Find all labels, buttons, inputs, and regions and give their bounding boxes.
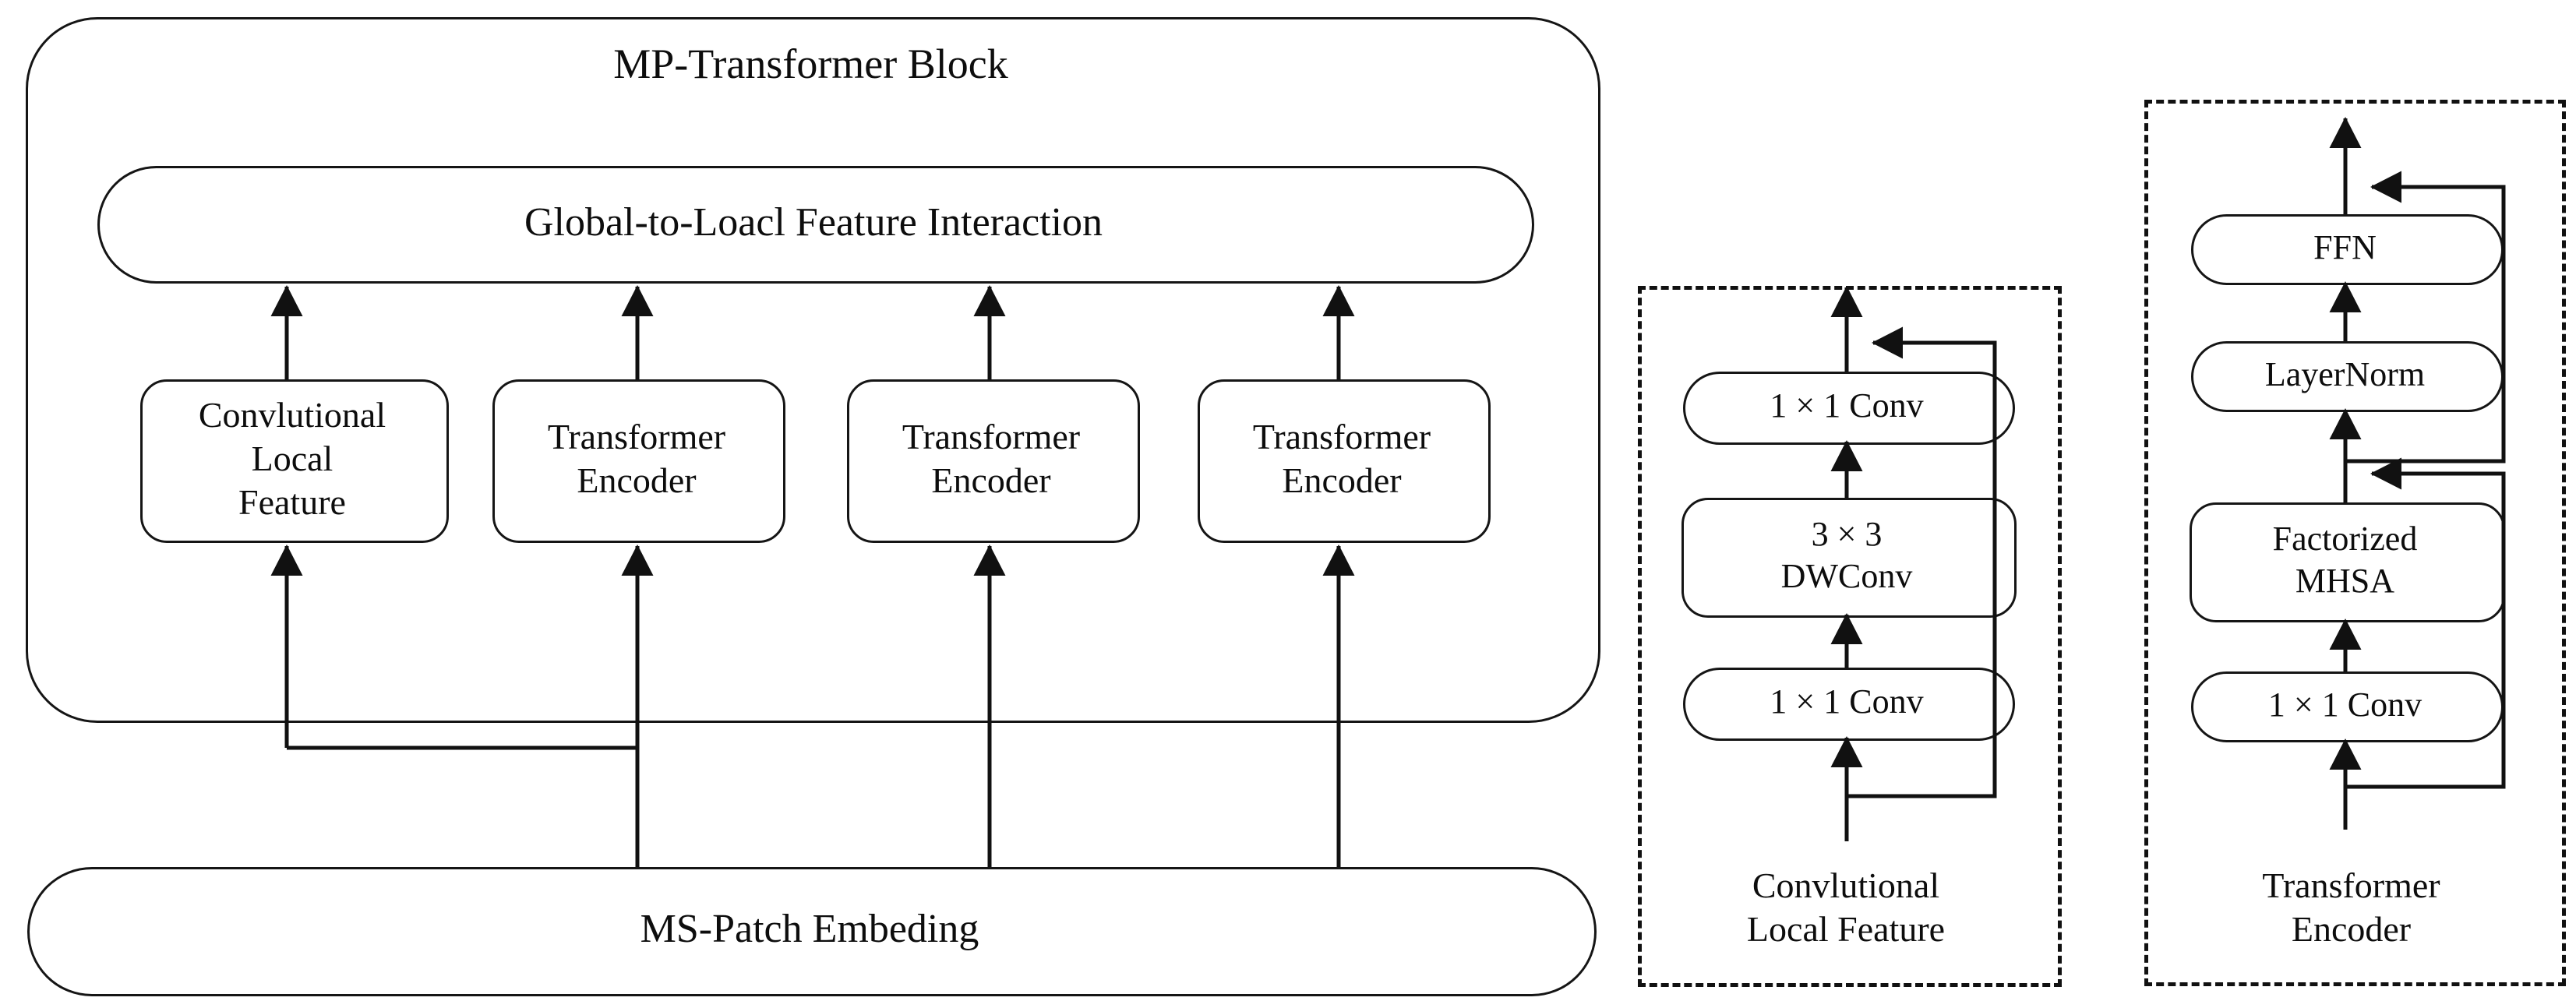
- encoder-panel-stage-layernorm-label: LayerNorm: [2264, 354, 2426, 393]
- branch-label-transformer-encoder-1: Transformer Encoder: [547, 416, 726, 500]
- branch-label-transformer-encoder-2: Transformer Encoder: [902, 416, 1081, 500]
- transformer-encoder-panel-caption: Transformer Encoder: [2262, 865, 2440, 949]
- branch-label-transformer-encoder-3: Transformer Encoder: [1252, 416, 1431, 500]
- branch-box-transformer-encoder-2: [847, 379, 1140, 543]
- branch-box-transformer-encoder-1: [492, 379, 785, 543]
- transformer-encoder-panel: [2144, 100, 2566, 986]
- conv-panel-stage-1x1-conv-bottom-label: 1 × 1 Conv: [1770, 682, 1924, 721]
- conv-local-feature-panel-caption: Convlutional Local Feature: [1746, 865, 1946, 949]
- encoder-panel-stage-factorized-mhsa-label: Factorized MHSA: [2272, 520, 2418, 600]
- encoder-panel-stage-ffn-label: FFN: [2313, 227, 2377, 266]
- conv-panel-stage-3x3-dwconv-label: 3 × 3 DWConv: [1780, 515, 1913, 595]
- branch-box-transformer-encoder-3: [1198, 379, 1491, 543]
- conv-panel-stage-1x1-conv-top-label: 1 × 1 Conv: [1770, 386, 1924, 425]
- mp-transformer-block-title: MP-Transformer Block: [613, 41, 1008, 88]
- mp-transformer-block-container: [26, 17, 1600, 723]
- global-to-local-interaction-box: [97, 166, 1534, 284]
- global-to-local-interaction-label: Global-to-Loacl Feature Interaction: [524, 199, 1103, 245]
- branch-box-conv-local-feature: [140, 379, 449, 543]
- ms-patch-embedding-label: MS-Patch Embeding: [640, 907, 979, 952]
- encoder-panel-stage-1x1-conv-label: 1 × 1 Conv: [2267, 685, 2422, 724]
- ms-patch-embedding-box: [27, 867, 1597, 996]
- branch-label-conv-local-feature: Convlutional Local Feature: [198, 394, 386, 523]
